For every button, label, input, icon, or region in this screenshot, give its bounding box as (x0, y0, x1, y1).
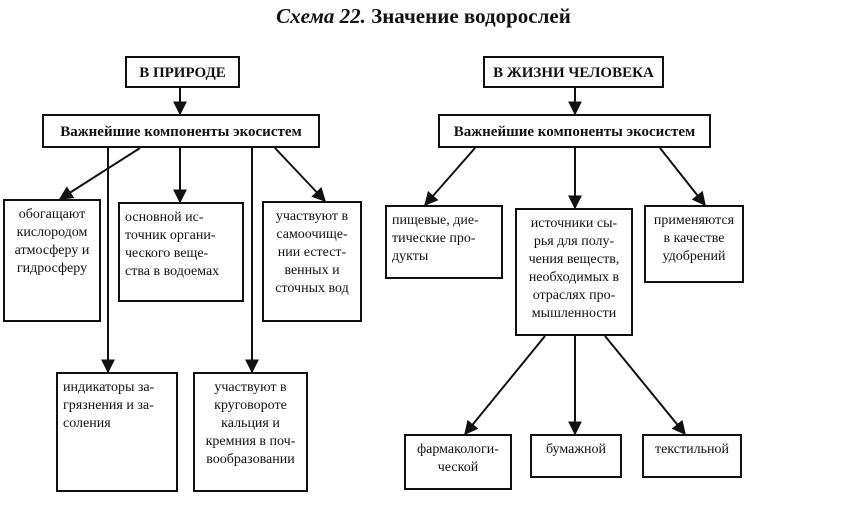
left-item-organic-source: основной ис- точник органи- ческого веще… (118, 202, 244, 302)
industry-paper: бумажной (530, 434, 622, 478)
right-item-raw-materials: источники сы- рья для полу- чения вещест… (515, 208, 633, 336)
diagram-title: Схема 22. Значение водорослей (0, 4, 847, 29)
industry-pharmacological-label: фармакологи- ческой (417, 442, 499, 475)
left-item-circulation: участвуют в круговороте кальция и кремни… (193, 372, 308, 492)
left-item-indicators: индикаторы за- грязнения и за- соления (56, 372, 178, 492)
diagram-title-prefix: Схема 22. (276, 4, 366, 28)
arrow-left-item-1 (58, 147, 141, 200)
arrow-industry-3 (604, 335, 686, 436)
arrow-right-item-3 (659, 147, 706, 207)
diagram-title-text: Значение водорослей (371, 4, 571, 28)
left-item-circulation-label: участвуют в круговороте кальция и кремни… (205, 380, 296, 467)
right-item-fertilizers: применяются в качестве удобрений (644, 205, 744, 283)
left-item-self-cleaning-label: участвуют в самоочище- нии естест- венны… (275, 209, 349, 296)
heading-in-nature: В ПРИРОДЕ (125, 56, 240, 88)
left-item-indicators-label: индикаторы за- грязнения и за- соления (63, 380, 155, 431)
arrow-industry-1 (464, 335, 546, 436)
heading-in-human-life-label: В ЖИЗНИ ЧЕЛОВЕКА (493, 65, 654, 81)
left-item-oxygen-label: обогащают кислородом атмосферу и гидросф… (14, 207, 90, 276)
right-item-fertilizers-label: применяются в качестве удобрений (653, 213, 735, 264)
left-item-organic-source-label: основной ис- точник органи- ческого веще… (125, 210, 220, 279)
right-item-raw-materials-label: источники сы- рья для полу- чения вещест… (528, 216, 620, 321)
right-item-food: пищевые, дие- тические про- дукты (385, 205, 503, 279)
right-item-food-label: пищевые, дие- тические про- дукты (392, 213, 479, 264)
left-item-self-cleaning: участвуют в самоочище- нии естест- венны… (262, 201, 362, 322)
right-ecosystem-components-label: Важнейшие компоненты экосистем (453, 124, 696, 140)
industry-textile-label: текстильной (655, 442, 729, 457)
left-item-oxygen: обогащают кислородом атмосферу и гидросф… (3, 199, 101, 322)
right-ecosystem-components: Важнейшие компоненты экосистем (438, 114, 711, 148)
heading-in-human-life: В ЖИЗНИ ЧЕЛОВЕКА (483, 56, 664, 88)
industry-pharmacological: фармакологи- ческой (404, 434, 512, 490)
industry-textile: текстильной (642, 434, 742, 478)
heading-in-nature-label: В ПРИРОДЕ (139, 65, 226, 81)
left-ecosystem-components: Важнейшие компоненты экосистем (42, 114, 320, 148)
industry-paper-label: бумажной (545, 442, 607, 457)
arrow-left-item-3 (274, 147, 326, 203)
arrow-right-item-1 (424, 147, 476, 207)
left-ecosystem-components-label: Важнейшие компоненты экосистем (60, 124, 302, 140)
